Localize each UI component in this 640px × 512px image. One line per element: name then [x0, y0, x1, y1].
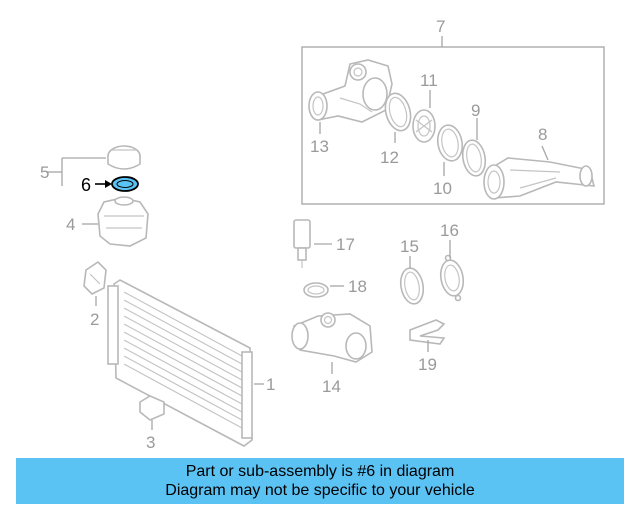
callout-6: 6 [81, 175, 91, 195]
temperature-sensor-part[interactable] [293, 219, 311, 268]
callout-2: 2 [90, 310, 99, 329]
callout-11: 11 [420, 71, 438, 90]
callout-3: 3 [146, 433, 155, 452]
thermostat-assembly-box [301, 46, 605, 205]
rubber-mount-part[interactable] [139, 395, 165, 421]
info-banner: Part or sub-assembly is #6 in diagram Di… [16, 458, 624, 504]
retaining-clip-part[interactable] [409, 319, 446, 345]
parts-diagram: 7 13 12 11 10 9 8 [40, 17, 605, 452]
seal-6-part[interactable] [111, 176, 139, 192]
callout-14: 14 [322, 377, 341, 396]
expansion-tank-part[interactable] [97, 196, 149, 247]
o-ring-15-part[interactable] [398, 266, 426, 305]
o-ring-18-part[interactable] [303, 282, 329, 298]
callout-12: 12 [380, 148, 399, 167]
radiator-part[interactable] [107, 279, 253, 447]
callout-13: 13 [310, 137, 329, 156]
callout-16: 16 [440, 221, 459, 240]
callout-17: 17 [336, 235, 355, 254]
callout-18: 18 [348, 277, 367, 296]
thermostat-housing-part[interactable] [308, 59, 393, 123]
reservoir-cap-part[interactable] [107, 145, 141, 170]
banner-line-1: Part or sub-assembly is #6 in diagram [185, 463, 455, 480]
gasket-10-part[interactable] [435, 123, 465, 163]
gasket-16-part[interactable] [438, 254, 466, 302]
banner-line-2: Diagram may not be specific to your vehi… [165, 482, 475, 499]
callout-19: 19 [418, 355, 437, 374]
callout-9: 9 [471, 101, 480, 120]
callout-4: 4 [66, 215, 75, 234]
thermostat-part[interactable] [412, 109, 436, 143]
coolant-pipe-part[interactable] [483, 157, 596, 200]
o-ring-9-part[interactable] [460, 138, 488, 177]
callout-1: 1 [266, 375, 275, 394]
radiator-mount-part[interactable] [83, 260, 107, 295]
callout-15: 15 [400, 237, 419, 256]
callout-5: 5 [40, 163, 49, 182]
o-ring-12-part[interactable] [381, 91, 414, 134]
coolant-flange-part[interactable] [291, 312, 373, 363]
callout-10: 10 [433, 179, 452, 198]
callout-8: 8 [538, 125, 547, 144]
callout-7: 7 [436, 17, 445, 36]
